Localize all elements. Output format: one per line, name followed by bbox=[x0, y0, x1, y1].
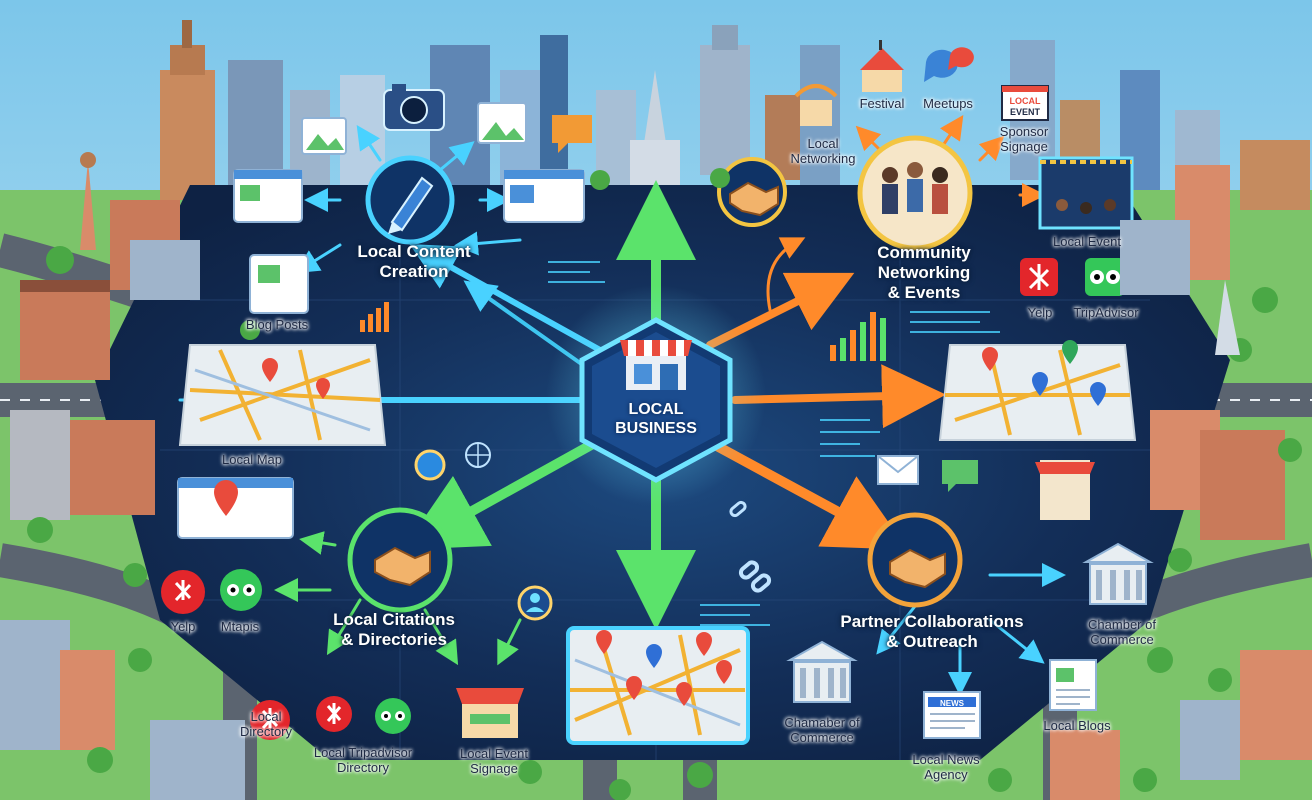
chamber-right-label: Chamber of Commerce bbox=[1088, 617, 1156, 647]
local-event-sign: LOCAL EVENT bbox=[1001, 85, 1049, 121]
local-trip-line2: Directory bbox=[336, 760, 389, 775]
handshake-icon bbox=[717, 157, 787, 227]
hub-community-label: Community Networking & Events bbox=[877, 243, 971, 303]
hub-content-label: Local Content Creation bbox=[357, 242, 470, 282]
meetups-label: Meetups bbox=[923, 96, 973, 111]
surrounding-buildings bbox=[0, 200, 1312, 800]
trees bbox=[27, 168, 1302, 800]
chamber-bottom-line1: Chamaber of bbox=[784, 715, 860, 730]
local-networking-line1: Local bbox=[807, 136, 839, 151]
hub-partners-label: Partner Collaborations & Outreach bbox=[840, 612, 1023, 652]
hub-content-line1: Local Content bbox=[357, 242, 471, 261]
news-line1: Local News bbox=[912, 752, 980, 767]
hub-content-circle bbox=[365, 155, 455, 245]
yelp-left-label: Yelp bbox=[170, 619, 196, 634]
hub-citations-line2: & Directories bbox=[341, 630, 447, 649]
hub-citations-line1: Local Citations bbox=[333, 610, 455, 629]
local-map-bottom bbox=[566, 626, 750, 745]
center-line1: LOCAL bbox=[628, 401, 684, 418]
local-news-agency-label: Local News Agency bbox=[912, 752, 979, 782]
central-hub bbox=[546, 285, 766, 505]
local-event-signage-label: Local Event Signage bbox=[460, 746, 528, 776]
handshake-icon bbox=[889, 548, 946, 589]
local-blogs-label: Local Blogs bbox=[1043, 718, 1111, 733]
local-event-stage bbox=[1038, 156, 1134, 230]
monument bbox=[80, 152, 1240, 355]
local-directory-line1: Local bbox=[250, 709, 282, 724]
hub-citations-label: Local Citations & Directories bbox=[333, 610, 455, 650]
local-trip-line1: Local Tripadvisor bbox=[313, 745, 413, 760]
news-line2: Agency bbox=[924, 767, 968, 782]
sponsor-line1: Sponsor bbox=[999, 124, 1049, 139]
festival-label: Festival bbox=[859, 96, 905, 111]
chamber-right-line1: Chamber of bbox=[1088, 617, 1156, 632]
chamber-bottom-label: Chamaber of Commerce bbox=[784, 715, 859, 745]
sponsor-signage-label: Sponsor Signage bbox=[1000, 124, 1048, 154]
local-networking-label: Local Networking bbox=[790, 136, 855, 166]
local-networking-line2: Networking bbox=[790, 151, 856, 166]
handshake-icon bbox=[374, 546, 431, 587]
tripadvisor-right-label: TripAdvisor bbox=[1073, 305, 1139, 320]
event-sign-line1: LOCAL bbox=[1010, 96, 1041, 106]
sponsor-line2: Signage bbox=[1000, 139, 1048, 154]
hub-content-line2: Creation bbox=[379, 262, 449, 281]
pen-icon bbox=[388, 176, 434, 234]
chat-icon bbox=[552, 47, 978, 492]
hub-community-line3: & Events bbox=[887, 283, 961, 302]
local-map-label: Local Map bbox=[222, 452, 282, 467]
yelp-icon bbox=[161, 258, 1058, 740]
bar-chart-icon bbox=[360, 302, 886, 361]
news-sign: NEWS bbox=[940, 699, 965, 708]
hub-partners-line2: & Outreach bbox=[886, 632, 978, 651]
image-icon bbox=[301, 102, 527, 155]
central-hub-label: LOCAL BUSINESS bbox=[615, 400, 697, 438]
local-event-label: Local Event bbox=[1053, 234, 1121, 249]
hub-community-line1: Community bbox=[877, 243, 971, 262]
local-event-signage-line1: Local Event bbox=[460, 746, 528, 761]
mail-icon bbox=[877, 455, 919, 485]
market-stall-icon bbox=[456, 688, 524, 738]
storefront-icon bbox=[620, 340, 692, 390]
hub-community-circle bbox=[857, 135, 973, 251]
newspaper-icon: NEWS bbox=[923, 659, 1097, 739]
hub-community-line2: Networking bbox=[877, 263, 971, 282]
local-map-left bbox=[178, 344, 387, 446]
local-event-signage-line2: Signage bbox=[470, 761, 518, 776]
blog-posts-label: Blog Posts bbox=[245, 317, 309, 332]
globe-icon bbox=[414, 442, 553, 621]
yelp-right-label: Yelp bbox=[1027, 305, 1053, 320]
hub-partners-line1: Partner Collaborations bbox=[840, 612, 1024, 631]
local-tripadvisor-directory-label: Local Tripadvisor Directory bbox=[314, 745, 412, 775]
chamber-right-line2: Commerce bbox=[1090, 632, 1154, 647]
festival-tent-icon bbox=[794, 40, 904, 126]
event-sign-line2: EVENT bbox=[1010, 107, 1041, 117]
center-line2: BUSINESS bbox=[615, 420, 697, 437]
camera-icon bbox=[383, 84, 445, 131]
chamber-bottom-line2: Commerce bbox=[790, 730, 854, 745]
local-directory-label: Local Directory bbox=[240, 709, 292, 739]
map-pin-icon bbox=[262, 340, 1106, 706]
bank-icon bbox=[786, 542, 1154, 703]
link-icon bbox=[729, 500, 772, 593]
mtapis-label: Mtapis bbox=[220, 619, 260, 634]
local-directory-line2: Directory bbox=[239, 724, 293, 739]
browser-window-icon bbox=[177, 169, 585, 539]
tripadvisor-icon bbox=[220, 258, 1125, 734]
